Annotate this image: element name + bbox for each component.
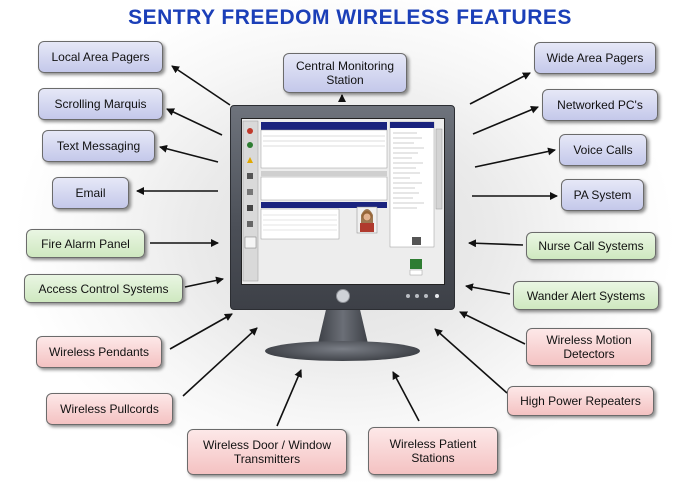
arrow-wander-alert xyxy=(465,283,511,295)
box-local-area-pagers: Local Area Pagers xyxy=(38,41,163,73)
arrow-nurse-call xyxy=(468,239,524,248)
box-high-power-repeaters: High Power Repeaters xyxy=(507,386,654,416)
arrow-voice-calls xyxy=(474,147,556,168)
box-access-control-systems: Access Control Systems xyxy=(24,274,183,303)
arrow-text-messaging xyxy=(159,144,219,163)
box-wireless-pendants: Wireless Pendants xyxy=(36,336,162,368)
monitor-stand-base xyxy=(265,341,420,361)
box-central-monitoring-station: Central Monitoring Station xyxy=(283,53,407,93)
box-wander-alert-systems: Wander Alert Systems xyxy=(513,281,659,310)
box-wireless-door-window-transmitters: Wireless Door / Window Transmitters xyxy=(187,429,347,475)
box-wireless-motion-detectors: Wireless Motion Detectors xyxy=(526,328,652,366)
monitor-button-icon xyxy=(424,294,428,298)
arrow-motion-detectors xyxy=(459,311,526,345)
power-button-icon xyxy=(435,294,439,298)
arrow-wireless-pullcords xyxy=(182,327,258,397)
monitor-logo-icon xyxy=(336,289,350,303)
arrow-networked-pcs xyxy=(472,105,539,135)
box-email: Email xyxy=(52,177,129,209)
monitor-button-icon xyxy=(415,294,419,298)
arrow-wireless-pendants xyxy=(169,313,233,350)
arrow-access-control xyxy=(184,276,224,288)
arrow-scrolling-marquis xyxy=(166,108,223,136)
box-networked-pcs: Networked PC's xyxy=(542,89,658,121)
arrow-door-window xyxy=(276,369,302,427)
box-scrolling-marquis: Scrolling Marquis xyxy=(38,88,163,120)
box-nurse-call-systems: Nurse Call Systems xyxy=(526,232,656,260)
box-voice-calls: Voice Calls xyxy=(559,134,647,166)
arrow-patient-stations xyxy=(392,371,420,422)
box-fire-alarm-panel: Fire Alarm Panel xyxy=(26,229,145,258)
arrow-high-power-repeaters xyxy=(434,328,508,394)
arrow-local-area-pagers xyxy=(171,65,231,106)
monitor xyxy=(230,105,455,310)
box-wireless-patient-stations: Wireless Patient Stations xyxy=(368,427,498,475)
box-wireless-pullcords: Wireless Pullcords xyxy=(46,393,173,425)
monitor-screen xyxy=(241,118,445,285)
box-wide-area-pagers: Wide Area Pagers xyxy=(534,42,656,74)
arrow-wide-area-pagers xyxy=(469,72,531,105)
box-text-messaging: Text Messaging xyxy=(42,130,155,162)
diagram-title: SENTRY FREEDOM WIRELESS FEATURES xyxy=(128,6,572,29)
box-pa-system: PA System xyxy=(561,179,644,211)
monitor-button-icon xyxy=(406,294,410,298)
